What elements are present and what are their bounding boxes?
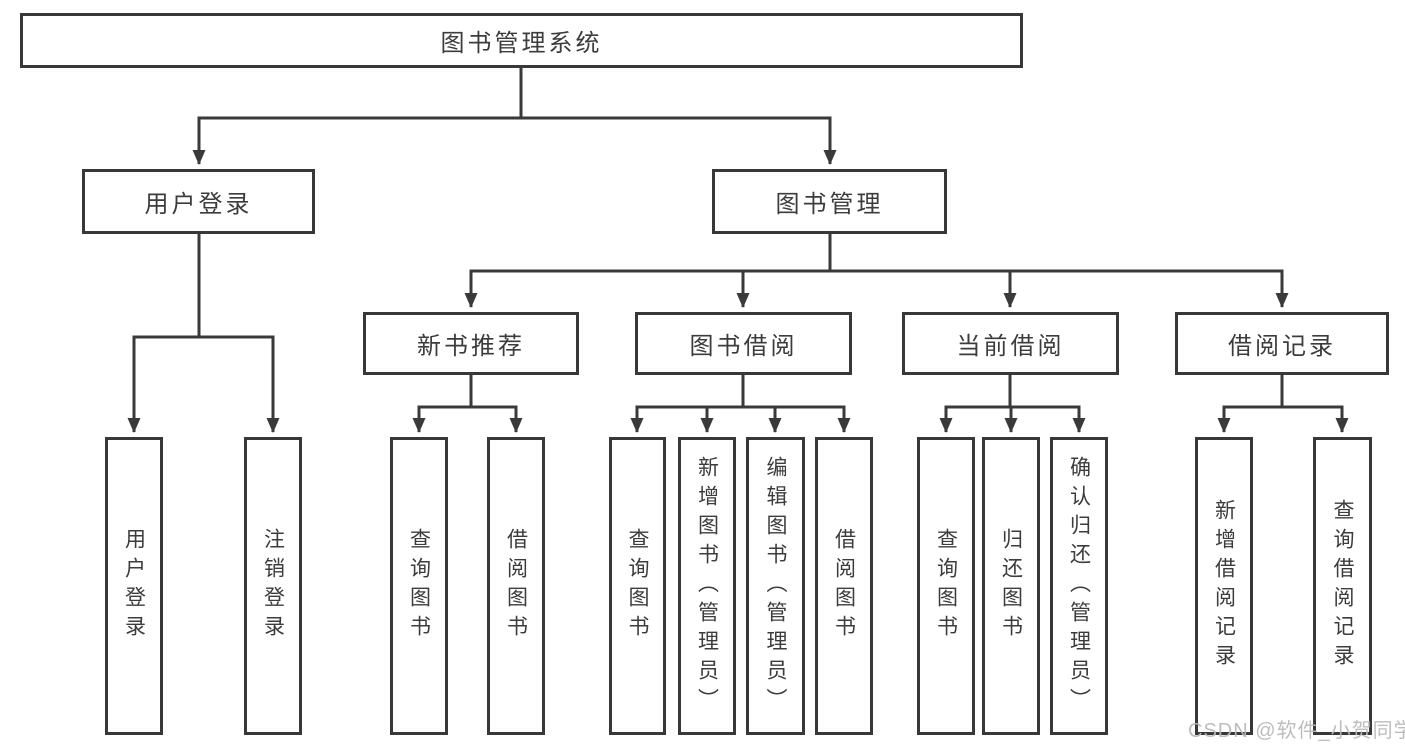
leaf-user-login-label: 用户登录 <box>122 528 146 644</box>
csdn-watermark: CSDN @软件_小贺同学 <box>1188 720 1405 742</box>
leaf-borrow-query-books-label: 查询图书 <box>626 528 649 644</box>
leaf-borrow-query-books: 查询图书 <box>609 437 666 735</box>
leaf-current-query-books-label: 查询图书 <box>934 528 958 644</box>
leaf-add-book-admin: 新增图书（管理员） <box>678 437 736 735</box>
leaf-user-login: 用户登录 <box>105 437 163 735</box>
node-borrow-records-label: 借阅记录 <box>1228 333 1336 360</box>
node-current-borrow: 当前借阅 <box>902 312 1119 375</box>
leaf-query-borrow-record-label: 查询借阅记录 <box>1331 499 1354 673</box>
node-new-book-recommend-label: 新书推荐 <box>417 333 525 360</box>
leaf-logout-login-label: 注销登录 <box>261 528 285 644</box>
leaf-add-borrow-record-label: 新增借阅记录 <box>1212 499 1236 673</box>
branch-new-book <box>412 373 523 433</box>
leaf-edit-book-admin-label: 编辑图书（管理员） <box>764 455 787 717</box>
leaf-logout-login: 注销登录 <box>244 437 302 735</box>
node-new-book-recommend: 新书推荐 <box>363 312 579 375</box>
leaf-confirm-return-admin: 确认归还（管理员） <box>1050 437 1108 735</box>
leaf-edit-book-admin: 编辑图书（管理员） <box>746 437 805 735</box>
leaf-newbook-query-books-label: 查询图书 <box>407 528 431 644</box>
branch-book-borrow <box>630 373 851 433</box>
leaf-confirm-return-admin-label: 确认归还（管理员） <box>1067 455 1091 717</box>
node-book-management: 图书管理 <box>712 169 947 234</box>
node-root-label: 图书管理系统 <box>440 30 603 57</box>
node-user-login-label: 用户登录 <box>144 191 253 218</box>
branch-root <box>192 66 837 165</box>
node-current-borrow-label: 当前借阅 <box>956 333 1065 360</box>
node-book-borrow: 图书借阅 <box>635 312 852 375</box>
leaf-newbook-borrow-books-label: 借阅图书 <box>504 528 528 644</box>
leaf-query-borrow-record: 查询借阅记录 <box>1313 437 1372 735</box>
leaf-return-books-label: 归还图书 <box>999 528 1023 644</box>
leaf-current-query-books: 查询图书 <box>917 437 975 735</box>
branch-current-borrow <box>939 373 1086 433</box>
branch-book-management <box>464 232 1289 308</box>
node-borrow-records: 借阅记录 <box>1175 312 1389 375</box>
node-book-management-label: 图书管理 <box>775 191 884 218</box>
leaf-newbook-query-books: 查询图书 <box>390 437 448 735</box>
leaf-newbook-borrow-books: 借阅图书 <box>487 437 545 735</box>
leaf-return-books: 归还图书 <box>982 437 1040 735</box>
leaf-borrow-borrow-books: 借阅图书 <box>815 437 873 735</box>
node-root: 图书管理系统 <box>20 13 1023 68</box>
node-user-login: 用户登录 <box>82 169 315 234</box>
branch-user-login <box>127 232 280 433</box>
node-book-borrow-label: 图书借阅 <box>689 333 798 360</box>
leaf-add-borrow-record: 新增借阅记录 <box>1195 437 1253 735</box>
leaf-add-book-admin-label: 新增图书（管理员） <box>695 455 719 717</box>
leaf-borrow-borrow-books-label: 借阅图书 <box>832 528 856 644</box>
branch-borrow-records <box>1217 373 1349 433</box>
